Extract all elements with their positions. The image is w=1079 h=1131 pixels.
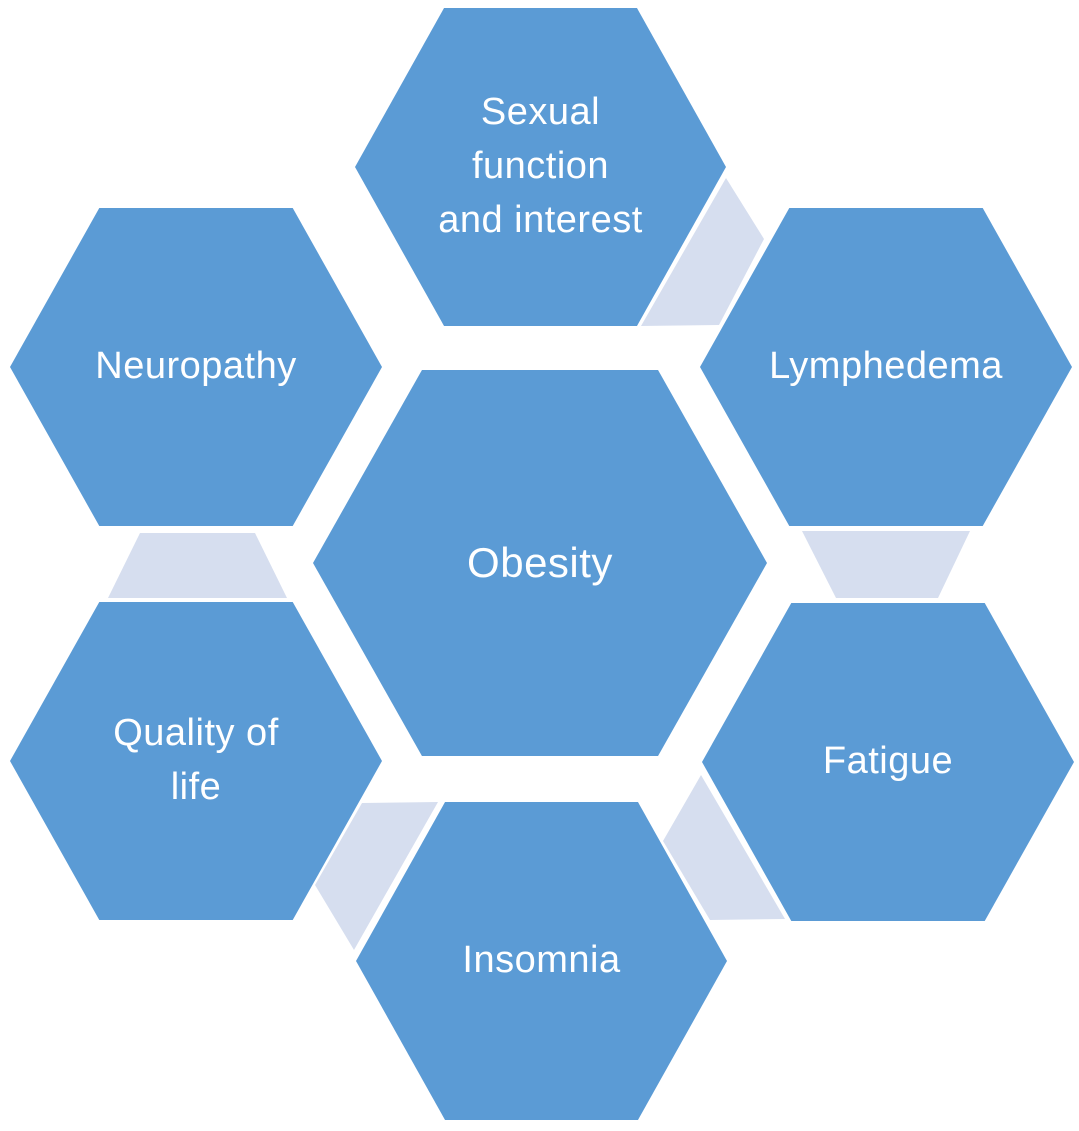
- hexagon-quality-of-life: Quality of life: [10, 602, 382, 920]
- hexagon-quality-of-life-label: Quality of life: [113, 712, 279, 808]
- hexagon-insomnia: Insomnia: [356, 802, 727, 1120]
- hexagon-obesity-label: Obesity: [467, 539, 613, 587]
- hexagon-sexual-function: Sexual function and interest: [355, 8, 726, 326]
- hexagon-lymphedema: Lymphedema: [700, 208, 1072, 526]
- hexagon-fatigue-label: Fatigue: [822, 740, 954, 783]
- connector-insomnia-quality-of-life: [315, 802, 438, 950]
- hexagon-neuropathy: Neuropathy: [10, 208, 382, 526]
- connector-lymphedema-fatigue: [802, 531, 970, 598]
- connector-fatigue-insomnia: [663, 775, 785, 920]
- hexagon-obesity: Obesity: [313, 370, 767, 756]
- hexagon-neuropathy-label: Neuropathy: [95, 345, 297, 388]
- hexagon-sexual-function-label: Sexual function and interest: [438, 91, 643, 241]
- connector-quality-of-life-neuropathy: [108, 533, 287, 598]
- connector-sexual-function-lymphedema: [641, 178, 764, 326]
- hexagon-lymphedema-label: Lymphedema: [769, 345, 1003, 388]
- hexagon-fatigue: Fatigue: [702, 603, 1074, 921]
- hexagon-insomnia-label: Insomnia: [462, 939, 621, 982]
